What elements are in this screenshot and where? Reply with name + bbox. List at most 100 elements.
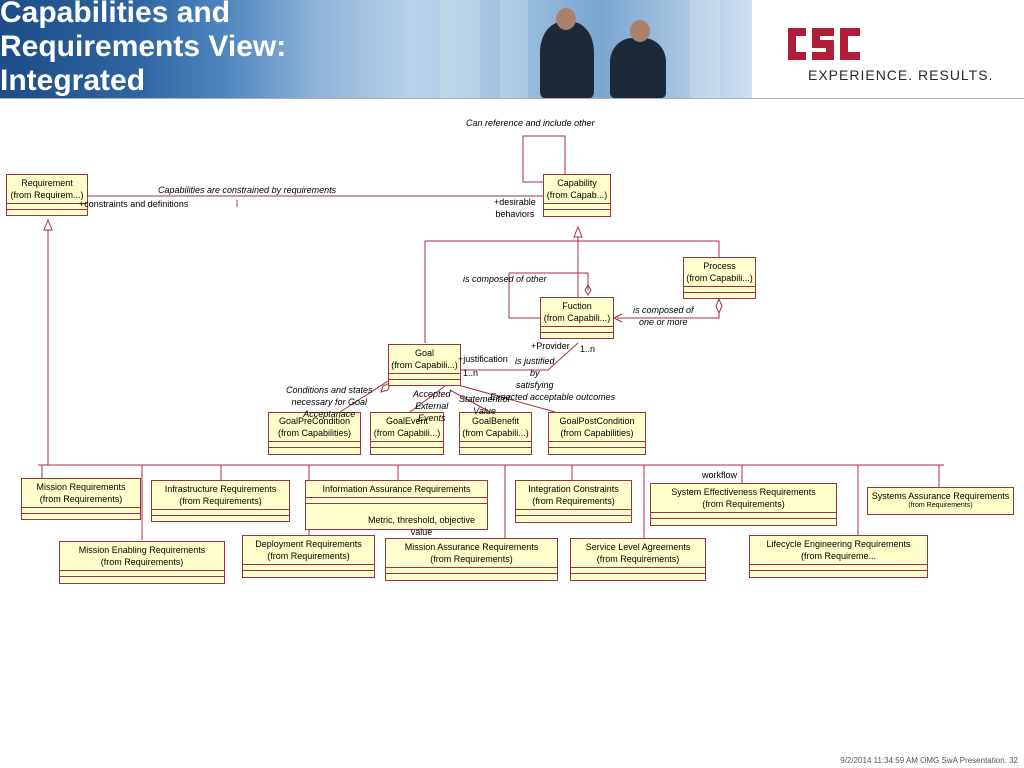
mission-requirements-class[interactable]: Mission Requirements (from Requirements) [21, 478, 141, 520]
header-rule [0, 98, 1024, 99]
class-divider [269, 447, 360, 448]
class-divider [460, 447, 531, 448]
class-divider [371, 441, 443, 442]
mission-enabling-requirements-class[interactable]: Mission Enabling Requirements (from Requ… [59, 541, 225, 584]
association-label: Capabilities are constrained by requirem… [158, 185, 337, 195]
class-divider [389, 379, 460, 380]
csc-logo [788, 28, 860, 60]
class-divider [243, 564, 374, 565]
class-divider [684, 292, 755, 293]
window-pane [500, 0, 528, 98]
association-label: Expected acceptable outcomes [490, 392, 616, 402]
association-label: is justified by satisfying [515, 356, 555, 390]
class-divider [386, 573, 557, 574]
fuction-class[interactable]: Fuction (from Capabili...) [540, 297, 614, 339]
class-label: GoalEvent (from Capabili...) [373, 416, 441, 438]
generalization-arrow [573, 225, 583, 238]
class-divider [460, 441, 531, 442]
businessman-head [556, 8, 576, 30]
class-divider [269, 441, 360, 442]
class-label: Process (from Capabili...) [686, 261, 753, 283]
goal-class[interactable]: Goal (from Capabili...) [388, 344, 461, 386]
multiplicity-label: 1..n [580, 344, 596, 354]
class-label: Requirement (from Requirem...) [10, 178, 84, 200]
class-divider [571, 573, 705, 574]
class-divider [7, 209, 87, 210]
infrastructure-requirements-class[interactable]: Infrastructure Requirements (from Requir… [151, 480, 290, 522]
lifecycle-engineering-requirements-class[interactable]: Lifecycle Engineering Requirements (from… [749, 535, 928, 578]
class-divider [750, 564, 927, 565]
businessman-figure [540, 22, 594, 98]
class-divider [386, 567, 557, 568]
class-attribute: Metric, threshold, objective value [367, 515, 476, 537]
class-divider [571, 567, 705, 568]
class-label: Mission Enabling Requirements (from Requ… [78, 545, 206, 567]
association-label: is composed of one or more [633, 305, 694, 327]
class-divider [371, 447, 443, 448]
class-label: Systems Assurance Requirements [871, 491, 1010, 501]
association-label: Accepted External Events [413, 389, 451, 423]
class-source: (from Requirements) [908, 502, 973, 509]
class-divider [541, 326, 613, 327]
class-divider [243, 570, 374, 571]
class-divider [549, 447, 645, 448]
class-divider [389, 373, 460, 374]
role-label: +justification [458, 354, 508, 364]
goal-part-line [409, 385, 446, 413]
class-divider [549, 441, 645, 442]
capability-class[interactable]: Capability (from Capab...) [543, 174, 611, 217]
requirement-class[interactable]: Requirement (from Requirem...) [6, 174, 88, 216]
class-label: Infrastructure Requirements (from Requir… [164, 484, 277, 506]
service-level-agreements-class[interactable]: Service Level Agreements (from Requireme… [570, 538, 706, 581]
class-label: GoalPostCondition (from Capabilities) [559, 416, 635, 438]
class-label: Integration Constraints (from Requiremen… [528, 484, 619, 506]
class-label: System Effectiveness Requirements (from … [671, 487, 816, 509]
slide-footer: 9/2/2014 11:34:59 AM OMG SwA Presentatio… [840, 756, 1018, 765]
slide-header: Capabilities and Requirements View: Inte… [0, 0, 1024, 98]
role-label: +Provider [531, 341, 570, 351]
process-class[interactable]: Process (from Capabili...) [683, 257, 756, 299]
goal-event-class[interactable]: GoalEvent (from Capabili...) [370, 412, 444, 455]
composition-diamond [715, 297, 723, 315]
class-label: Capability (from Capab...) [546, 178, 608, 200]
association-label: Statement of Value [459, 394, 511, 416]
deployment-requirements-class[interactable]: Deployment Requirements (from Requiremen… [242, 535, 375, 578]
mission-assurance-requirements-class[interactable]: Mission Assurance Requirements (from Req… [385, 538, 558, 581]
tagline: EXPERIENCE. RESULTS. [808, 67, 994, 83]
goal-benefit-class[interactable]: GoalBenefit (from Capabili...) [459, 412, 532, 455]
information-assurance-requirements-class[interactable]: Information Assurance Requirements Metri… [305, 480, 488, 537]
class-divider [60, 570, 224, 571]
class-divider [516, 509, 631, 510]
businessman-figure [610, 38, 666, 98]
class-divider [7, 203, 87, 204]
association-label: workflow [702, 470, 738, 480]
system-effectiveness-requirements-class[interactable]: System Effectiveness Requirements (from … [650, 483, 837, 526]
window-pane [440, 0, 480, 98]
class-label: Lifecycle Engineering Requirements (from… [766, 539, 911, 561]
class-divider [306, 503, 487, 504]
class-divider [22, 513, 140, 514]
class-label: Mission Requirements (from Requirements) [36, 482, 126, 504]
class-divider [684, 286, 755, 287]
composition-line [508, 272, 589, 319]
class-divider [541, 332, 613, 333]
class-label: Fuction (from Capabili...) [543, 301, 611, 323]
goal-part-line [457, 384, 556, 413]
class-divider [152, 515, 289, 516]
window-pane [690, 0, 720, 98]
class-divider [306, 497, 487, 498]
class-label: Mission Assurance Requirements (from Req… [404, 542, 539, 564]
class-label: Deployment Requirements (from Requiremen… [255, 539, 362, 561]
role-label: +desirable behaviors [494, 197, 536, 219]
role-label: +constraints and definitions [79, 199, 189, 209]
class-divider [22, 507, 140, 508]
goal-precondition-class[interactable]: GoalPreCondition (from Capabilities) [268, 412, 361, 455]
association-arrow [612, 313, 623, 323]
businessman-head [630, 20, 650, 42]
systems-assurance-requirements-class[interactable]: Systems Assurance Requirements (from Req… [867, 487, 1014, 515]
goal-postcondition-class[interactable]: GoalPostCondition (from Capabilities) [548, 412, 646, 455]
class-label: Information Assurance Requirements [322, 484, 471, 494]
class-divider [651, 512, 836, 513]
integration-constraints-class[interactable]: Integration Constraints (from Requiremen… [515, 480, 632, 523]
